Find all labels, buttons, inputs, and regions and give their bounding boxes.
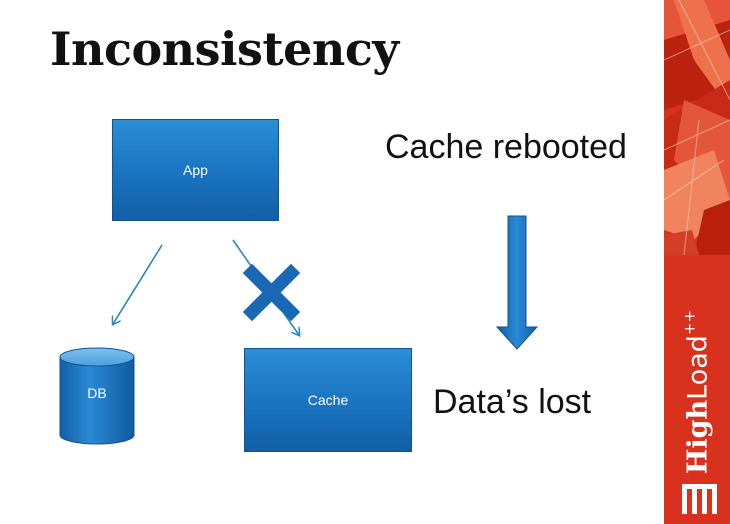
status-text: Cache rebooted [385,128,627,166]
cache-node: Cache [244,348,412,452]
db-node: DB [59,347,135,445]
brand-logo-text: HighLoad++ [680,309,714,475]
app-node-label: App [183,162,208,178]
result-text: Data’s lost [433,383,592,421]
highload-logo-icon [682,484,717,514]
edge-app-db [113,244,163,324]
database-cylinder-icon [59,347,135,445]
diagram-connectors [0,215,539,350]
db-node-label: DB [87,385,107,401]
x-cross-icon [242,263,301,322]
slide-title: Inconsistency [50,22,399,76]
brand-pattern [664,0,730,524]
cache-node-label: Cache [307,392,349,408]
app-node: App [112,119,279,221]
arrow-down-icon [495,215,539,350]
brand-strip: HighLoad++ [664,0,730,524]
